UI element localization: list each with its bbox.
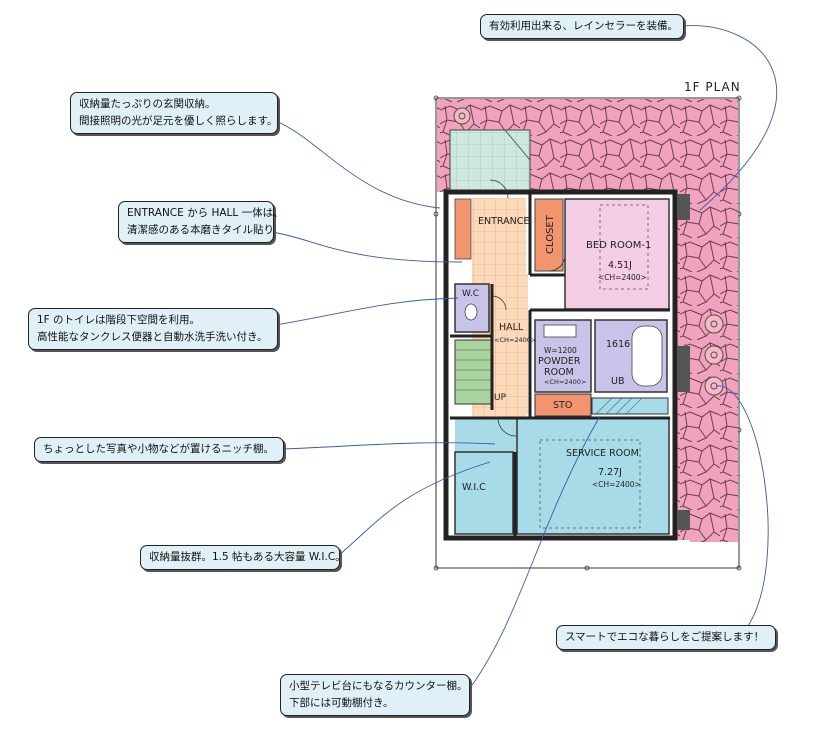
site-boundary xyxy=(435,97,740,569)
callout-entrance-hall-line1: ENTRANCE から HALL 一体は、 xyxy=(127,207,284,219)
shrub-icons xyxy=(453,107,724,396)
wic-area xyxy=(454,451,514,535)
label-hall: HALL xyxy=(499,322,524,333)
label-powder-1: POWDER xyxy=(538,356,581,367)
callout-rain-cellar-text: 有効利用出来る、レインセラーを装備。 xyxy=(489,20,678,32)
callout-counter-line1: 小型テレビ台にもなるカウンター棚。 xyxy=(289,680,468,692)
plan-title: 1F PLAN xyxy=(684,80,741,94)
callout-toilet-line1: 1F のトイレは階段下空間を利用。 xyxy=(37,314,201,326)
entrance-floor xyxy=(472,198,526,266)
callout-wic-text: 収納量抜群。1.5 帖もある大容量 W.I.C。 xyxy=(149,551,346,563)
label-service-ch: <CH=2400> xyxy=(592,480,641,489)
label-closet: CLOSET xyxy=(545,214,556,254)
bedroom-area xyxy=(564,198,670,310)
callout-eco-text: スマートでエコな暮らしをご提案します！ xyxy=(565,631,765,643)
label-powder-2: ROOM xyxy=(544,367,574,378)
callout-toilet: 1F のトイレは階段下空間を利用。 高性能なタンクレス便器と自動水洗手洗い付き。 xyxy=(28,308,278,350)
callout-rain-cellar: 有効利用出来る、レインセラーを装備。 xyxy=(480,14,684,39)
rain-cellar xyxy=(677,194,690,220)
service-room-area xyxy=(516,417,670,535)
callout-entrance-storage-line1: 収納量たっぷりの玄関収納。 xyxy=(79,98,216,110)
callout-eco: スマートでエコな暮らしをご提案します！ xyxy=(556,625,776,650)
site-corner-markers xyxy=(433,95,742,571)
label-bedroom: BED ROOM-1 xyxy=(586,240,651,251)
callout-entrance-storage: 収納量たっぷりの玄関収納。 間接照明の光が足元を優しく照らします。 xyxy=(70,92,278,134)
label-wic: W.I.C xyxy=(462,482,486,493)
entrance-storage xyxy=(454,198,472,260)
callout-toilet-line2: 高性能なタンクレス便器と自動水洗手洗い付き。 xyxy=(37,331,268,343)
label-wc: W.C xyxy=(462,289,479,299)
label-bedroom-ch: <CH=2400> xyxy=(598,273,647,282)
label-sto: STO xyxy=(553,400,572,411)
leader-lines xyxy=(271,25,778,689)
label-ub-size: 1616 xyxy=(606,339,630,350)
side-garden xyxy=(690,192,738,542)
callout-entrance-hall-line2: 清潔感のある本磨きタイル貼り xyxy=(127,224,274,236)
callout-niche-text: ちょっとした写真や小物などが置けるニッチ棚。 xyxy=(43,443,274,455)
sto-area xyxy=(534,393,592,417)
callout-counter: 小型テレビ台にもなるカウンター棚。 下部には可動棚付き。 xyxy=(280,674,470,716)
closet-area xyxy=(534,198,564,272)
callout-counter-line2: 下部には可動棚付き。 xyxy=(289,697,394,709)
label-entrance: ENTRANCE xyxy=(478,216,529,227)
callout-niche: ちょっとした写真や小物などが置けるニッチ棚。 xyxy=(34,437,284,462)
label-powder-ch: <CH=2400> xyxy=(544,378,586,386)
label-hall-ch: <CH=2400> xyxy=(494,336,536,344)
callout-entrance-hall: ENTRANCE から HALL 一体は、 清潔感のある本磨きタイル貼り xyxy=(118,201,284,243)
porch xyxy=(449,129,531,193)
label-powder-width: W=1200 xyxy=(544,346,577,355)
callout-wic: 収納量抜群。1.5 帖もある大容量 W.I.C。 xyxy=(140,545,346,570)
label-service-area: 7.27J xyxy=(598,467,622,478)
label-ub: UB xyxy=(611,376,624,387)
stair-area xyxy=(454,339,492,405)
label-up: UP xyxy=(494,393,507,403)
label-bedroom-area: 4.51J xyxy=(608,260,632,271)
label-service: SERVICE ROOM xyxy=(566,448,639,459)
callout-entrance-storage-line2: 間接照明の光が足元を優しく照らします。 xyxy=(79,115,278,127)
